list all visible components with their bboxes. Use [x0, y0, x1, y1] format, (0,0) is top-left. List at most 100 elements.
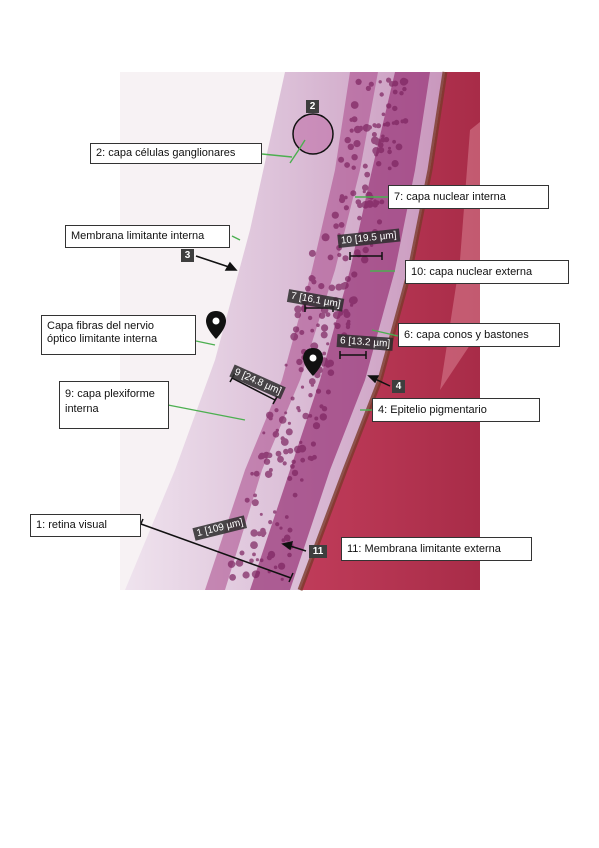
- nucleus-dot: [376, 219, 383, 225]
- label-inner-limiting-membrane: Membrana limitante interna: [65, 225, 230, 248]
- nucleus-dot: [392, 139, 396, 144]
- nucleus-dot: [272, 431, 280, 438]
- nucleus-dot: [279, 526, 283, 530]
- tag-2: 2: [306, 100, 319, 113]
- nucleus-dot: [318, 283, 325, 290]
- nucleus-dot: [308, 414, 313, 418]
- pigment-edge: [297, 71, 448, 591]
- nucleus-dot: [343, 308, 349, 315]
- nucleus-dot: [287, 527, 293, 533]
- label-cones-rods-layer: 6: capa conos y bastones: [398, 323, 560, 347]
- nucleus-dot: [318, 312, 326, 319]
- nucleus-dot: [294, 311, 302, 319]
- nucleus-dot: [368, 81, 374, 87]
- nucleus-dot: [311, 279, 317, 285]
- nucleus-dot: [287, 552, 292, 558]
- nucleus-dot: [362, 124, 371, 132]
- nucleus-dot: [308, 249, 316, 257]
- nucleus-dot: [388, 146, 391, 150]
- nucleus-dot: [362, 184, 369, 191]
- nucleus-dot: [357, 202, 363, 209]
- nucleus-dot: [332, 311, 341, 319]
- tag-4: 4: [392, 380, 405, 393]
- nucleus-dot: [299, 330, 305, 335]
- nucleus-dot: [353, 140, 361, 148]
- nucleus-dot: [291, 459, 296, 464]
- nucleus-dot: [260, 527, 266, 534]
- nucleus-dot: [275, 522, 280, 527]
- nucleus-dot: [229, 574, 237, 581]
- map-pin-icon: [206, 311, 226, 339]
- nucleus-dot: [391, 121, 396, 125]
- nucleus-dot: [273, 510, 277, 514]
- label-ganglion-cells: 2: capa células ganglionares: [90, 143, 262, 164]
- nucleus-dot: [386, 77, 392, 83]
- nucleus-dot: [338, 222, 345, 228]
- label-inner-nuclear-layer: 7: capa nuclear interna: [388, 185, 549, 209]
- nucleus-dot: [275, 450, 282, 457]
- label-pigment-epithelium: 4: Epitelio pigmentario: [372, 398, 540, 422]
- nucleus-dot: [321, 362, 326, 367]
- nucleus-dot: [300, 478, 304, 482]
- nucleus-dot: [283, 448, 289, 455]
- nucleus-dot: [379, 199, 385, 205]
- nucleus-dot: [274, 408, 279, 413]
- nucleus-dot: [251, 499, 259, 507]
- label-outer-nuclear-layer: 10: capa nuclear externa: [405, 260, 569, 284]
- label-outer-limiting-membrane: 11: Membrana limitante externa: [341, 537, 532, 561]
- nucleus-dot: [392, 89, 398, 95]
- nucleus-dot: [322, 351, 327, 356]
- nucleus-dot: [353, 125, 362, 134]
- nucleus-dot: [391, 160, 399, 168]
- nucleus-dot: [278, 416, 287, 424]
- nucleus-dot: [308, 393, 313, 398]
- nucleus-dot: [399, 91, 404, 96]
- nucleus-dot: [319, 404, 324, 409]
- nucleus-dot: [350, 190, 357, 197]
- nucleus-dot: [307, 315, 313, 321]
- nucleus-dot: [294, 445, 302, 454]
- nucleus-dot: [283, 534, 291, 542]
- nucleus-dot: [305, 285, 311, 292]
- nucleus-dot: [242, 573, 247, 578]
- nucleus-dot: [299, 440, 303, 444]
- nucleus-dot: [350, 101, 359, 109]
- nucleus-dot: [292, 492, 298, 498]
- nucleus-dot: [298, 367, 304, 373]
- nucleus-dot: [343, 195, 348, 200]
- map-pin-icon: [303, 348, 323, 376]
- nucleus-dot: [251, 570, 260, 579]
- nucleus-dot: [386, 103, 392, 109]
- nucleus-dot: [300, 385, 305, 389]
- nucleus-dot: [282, 461, 287, 466]
- nuclear-layer-inner: [205, 72, 378, 590]
- nucleus-dot: [349, 117, 354, 122]
- nucleus-dot: [250, 529, 258, 537]
- arrows: [195, 255, 391, 552]
- tag-3: 3: [181, 249, 194, 262]
- nucleus-dot: [379, 92, 384, 97]
- nucleus-dot: [372, 147, 380, 155]
- nucleus-dot: [344, 162, 350, 168]
- nucleus-dot: [351, 271, 358, 278]
- nucleus-dot: [307, 455, 313, 461]
- nucleus-dot: [239, 550, 245, 556]
- nucleus-dot: [278, 562, 286, 570]
- nucleus-dot: [392, 105, 398, 112]
- nucleus-dot: [291, 469, 299, 477]
- nucleus-dot: [321, 325, 328, 332]
- tag-11: 11: [309, 545, 327, 558]
- nucleus-dot: [346, 319, 351, 324]
- nucleus-dot: [250, 471, 254, 476]
- nucleus-dot: [287, 476, 293, 481]
- nucleus-dot: [366, 86, 370, 90]
- nucleus-dot: [388, 81, 395, 87]
- nucleus-dot: [284, 411, 288, 415]
- nucleus-dot: [231, 562, 236, 567]
- nucleus-dot: [312, 422, 321, 430]
- nucleus-dot: [268, 416, 273, 421]
- nucleus-dot: [314, 416, 319, 421]
- nucleus-dot: [350, 296, 358, 304]
- nucleus-dot: [393, 119, 400, 126]
